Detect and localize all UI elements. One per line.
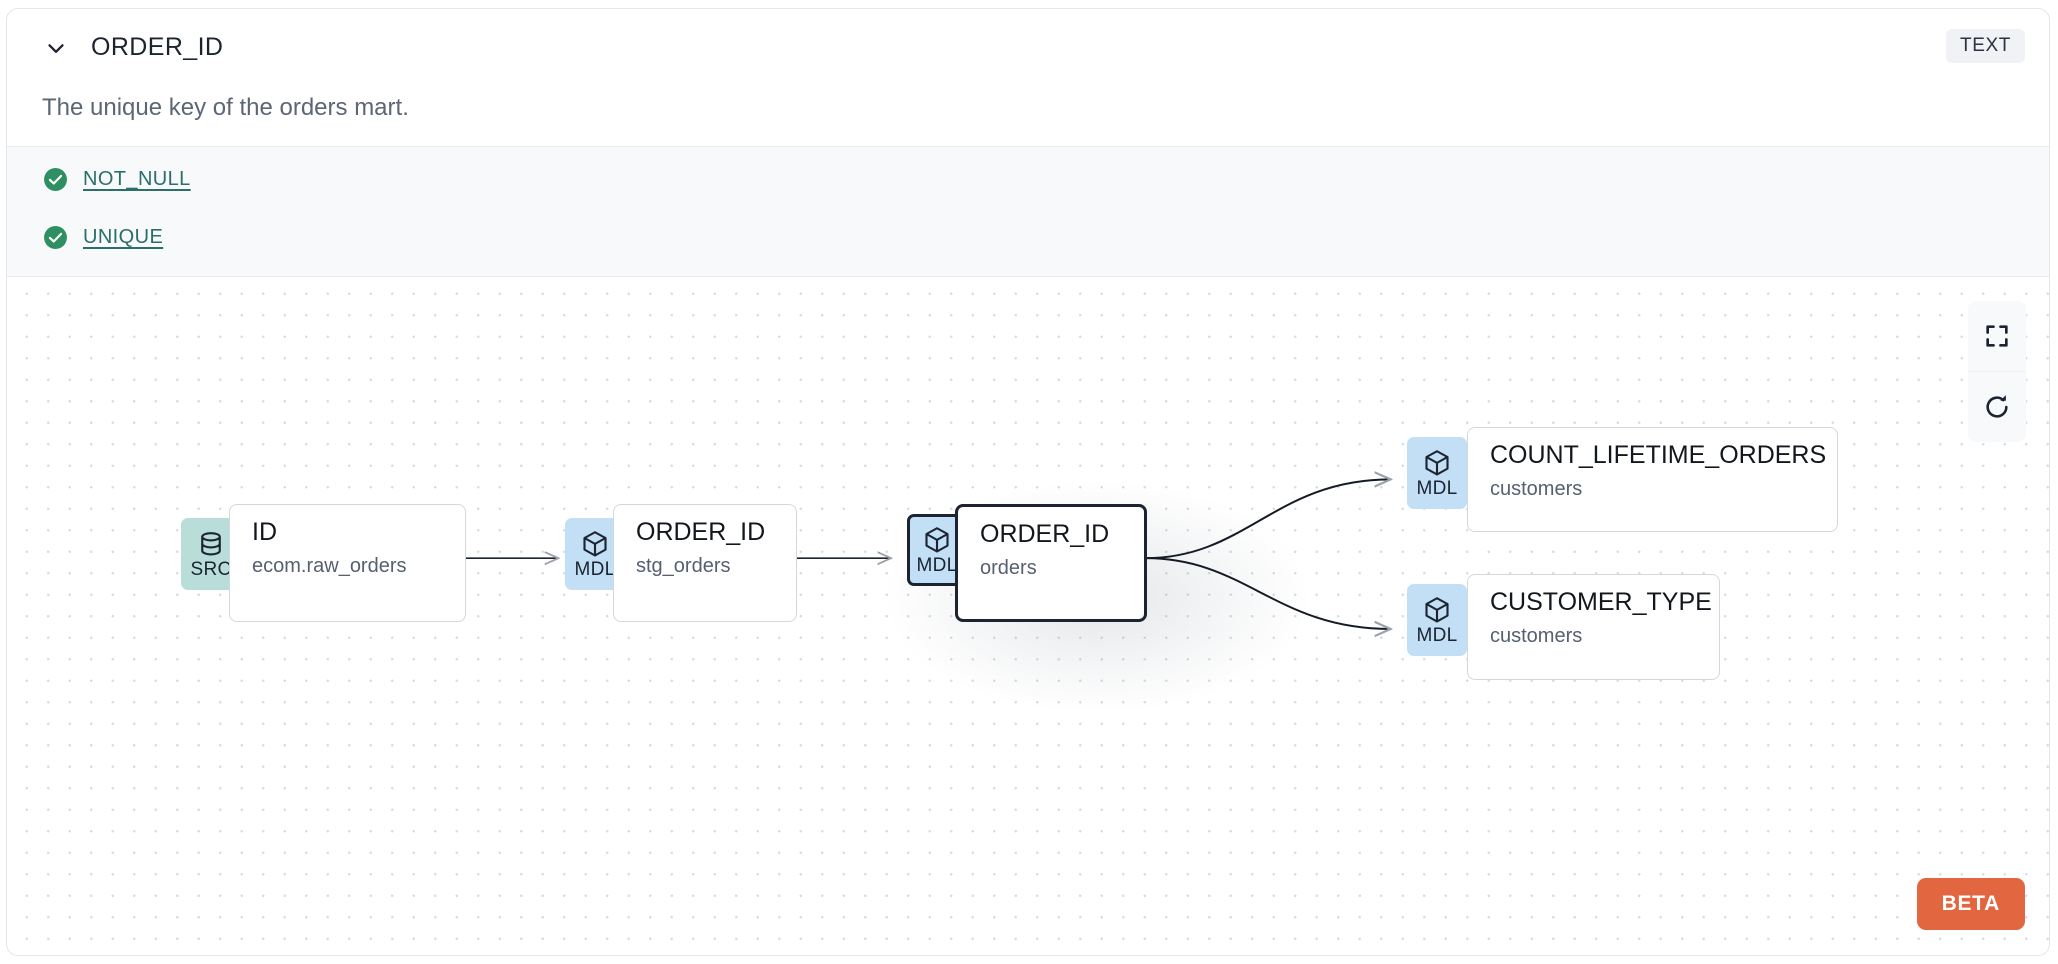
refresh-icon (1986, 395, 2008, 418)
lineage-node-src-id[interactable]: SRC ID ecom.raw_orders (181, 504, 466, 622)
column-type-badge: TEXT (1946, 29, 2025, 63)
cube-icon (925, 527, 949, 553)
node-column-name: COUNT_LIFETIME_ORDERS (1490, 441, 1827, 469)
node-parent-model: orders (980, 556, 1037, 579)
test-link-unique[interactable]: UNIQUE (83, 226, 164, 248)
reset-view-button[interactable] (1968, 371, 2026, 442)
check-circle-icon (44, 168, 67, 191)
cube-icon (1425, 597, 1449, 623)
chevron-down-icon[interactable] (43, 35, 69, 61)
node-kind-label: MDL (1416, 625, 1458, 646)
lineage-node-stg-order-id[interactable]: MDL ORDER_ID stg_orders (565, 504, 797, 622)
node-kind-label: MDL (1416, 478, 1458, 499)
check-circle-icon (44, 226, 67, 249)
test-row: NOT_NULL (43, 167, 191, 192)
lineage-node-customer-type[interactable]: MDL CUSTOMER_TYPE customers (1407, 574, 1720, 680)
lineage-node-orders-order-id[interactable]: MDL ORDER_ID orders (907, 504, 1147, 622)
card-header: ORDER_ID TEXT (7, 9, 2049, 81)
node-column-name: CUSTOMER_TYPE (1490, 588, 1712, 616)
node-parent-model: customers (1490, 624, 1583, 647)
beta-badge[interactable]: BETA (1916, 878, 2025, 930)
edge-orders-to-customer-type (1145, 557, 1391, 629)
cube-icon (583, 531, 607, 557)
node-column-name: ORDER_ID (980, 520, 1110, 548)
header-left-group: ORDER_ID (43, 33, 223, 62)
fit-view-icon (1986, 325, 2008, 347)
node-parent-model: stg_orders (636, 554, 731, 577)
node-card[interactable]: ORDER_ID stg_orders (613, 504, 797, 622)
node-kind-badge-mdl: MDL (1407, 584, 1467, 656)
lineage-node-count-lifetime-orders[interactable]: MDL COUNT_LIFETIME_ORDERS customers (1407, 427, 1838, 532)
page-title: ORDER_ID (91, 33, 224, 61)
lineage-canvas[interactable]: SRC ID ecom.raw_orders MDL (7, 277, 2049, 955)
test-row: UNIQUE (43, 225, 163, 250)
node-kind-label: MDL (574, 559, 616, 580)
node-kind-badge-mdl: MDL (1407, 437, 1467, 509)
fit-view-button[interactable] (1968, 301, 2026, 371)
node-kind-label: MDL (916, 555, 958, 576)
node-parent-model: customers (1490, 477, 1583, 500)
node-column-name: ID (252, 518, 277, 546)
column-description: The unique key of the orders mart. (42, 94, 409, 121)
cube-icon (1425, 450, 1449, 476)
node-card[interactable]: ORDER_ID orders (955, 504, 1147, 622)
canvas-controls (1968, 301, 2026, 442)
node-kind-label: SRC (190, 559, 232, 580)
edge-orders-to-count-lifetime (1145, 479, 1391, 560)
node-card[interactable]: CUSTOMER_TYPE customers (1467, 574, 1720, 680)
node-card[interactable]: ID ecom.raw_orders (229, 504, 466, 622)
node-card[interactable]: COUNT_LIFETIME_ORDERS customers (1467, 427, 1838, 532)
database-icon (201, 532, 221, 556)
test-link-not-null[interactable]: NOT_NULL (83, 168, 191, 190)
tests-section: NOT_NULL UNIQUE (7, 146, 2049, 277)
node-parent-model: ecom.raw_orders (252, 554, 407, 577)
node-column-name: ORDER_ID (636, 518, 766, 546)
detail-card: ORDER_ID TEXT The unique key of the orde… (6, 8, 2050, 956)
